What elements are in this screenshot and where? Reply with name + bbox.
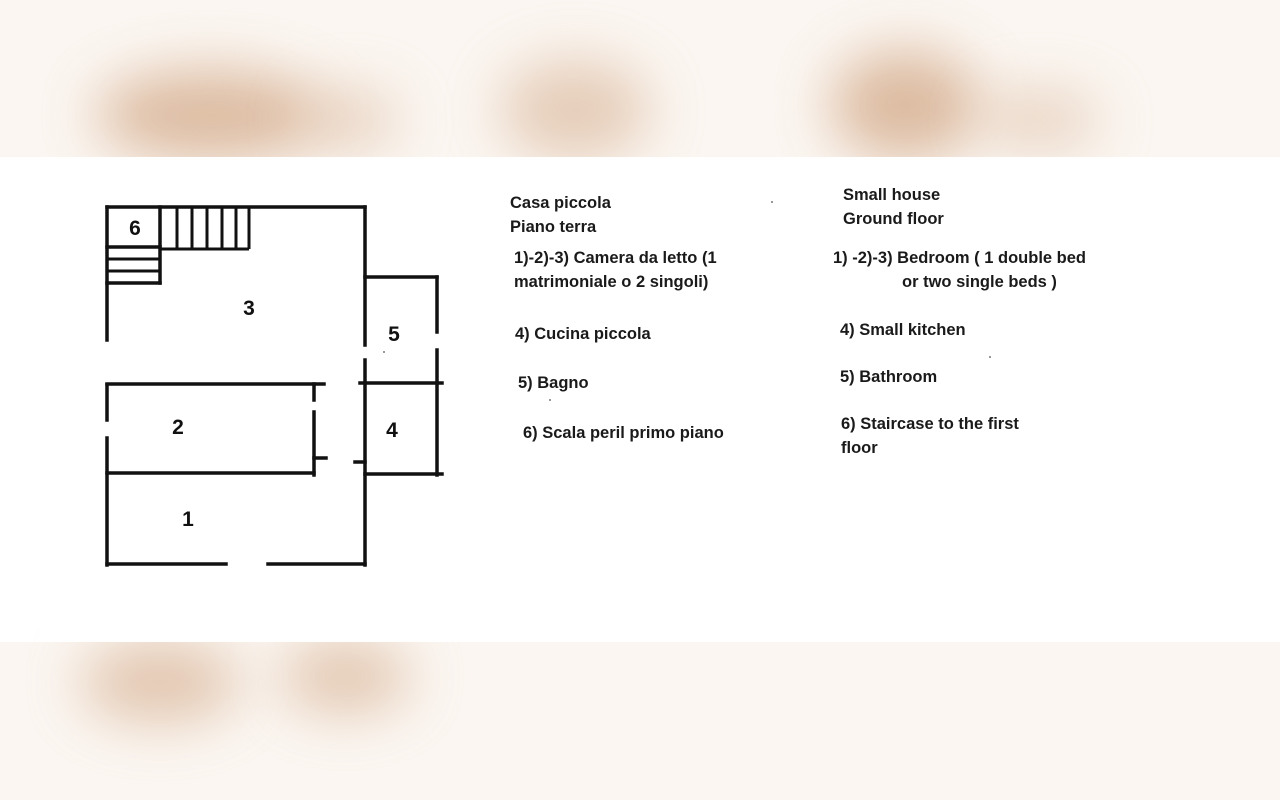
italian-item-4: 6) Scala peril primo piano — [523, 424, 724, 442]
italian-title-line2: Piano terra — [510, 218, 597, 236]
room-number-2: 2 — [172, 416, 184, 439]
english-title-line2: Ground floor — [843, 210, 944, 228]
room-number-4: 4 — [386, 419, 398, 442]
english-item-3: 5) Bathroom — [840, 368, 938, 386]
english-item-4: 6) Staircase to the first floor — [841, 412, 1019, 460]
english-item-4-line2: floor — [841, 439, 878, 457]
english-item-2: 4) Small kitchen — [840, 321, 966, 339]
english-item-1: 1) -2)-3) Bedroom ( 1 double bed or two … — [833, 246, 1086, 294]
room-number-6: 6 — [129, 217, 141, 240]
italian-title-line1: Casa piccola — [510, 194, 611, 212]
italian-item-2: 4) Cucina piccola — [515, 325, 651, 343]
blurred-bottom-band — [0, 642, 1280, 800]
scan-speck — [549, 399, 551, 401]
english-item-1-line2: or two single beds ) — [902, 273, 1057, 291]
english-title-line1: Small house — [843, 186, 941, 204]
scan-speck — [383, 351, 385, 353]
english-title: Small house Ground floor — [843, 183, 944, 231]
blurred-top-band — [0, 0, 1280, 160]
floor-plan-sheet: 6 3 5 2 4 1 Casa piccola Piano terra 1)-… — [40, 157, 1150, 642]
italian-title: Casa piccola Piano terra — [510, 191, 611, 239]
italian-item-1-line2: matrimoniale o 2 singoli) — [514, 273, 709, 291]
room-number-3: 3 — [243, 297, 255, 320]
english-item-1-line1: 1) -2)-3) Bedroom ( 1 double bed — [833, 249, 1087, 267]
scan-speck — [771, 201, 773, 203]
english-item-4-line1: 6) Staircase to the first — [841, 415, 1019, 433]
floor-plan-drawing: 6 3 5 2 4 1 — [105, 205, 444, 567]
room-number-1: 1 — [182, 508, 194, 531]
italian-item-1-line1: 1)-2)-3) Camera da letto (1 — [514, 249, 717, 267]
italian-item-3: 5) Bagno — [518, 374, 589, 392]
scan-speck — [989, 356, 991, 358]
room-number-5: 5 — [388, 323, 400, 346]
italian-item-1: 1)-2)-3) Camera da letto (1 matrimoniale… — [514, 246, 717, 294]
staircase-treads — [107, 207, 251, 273]
